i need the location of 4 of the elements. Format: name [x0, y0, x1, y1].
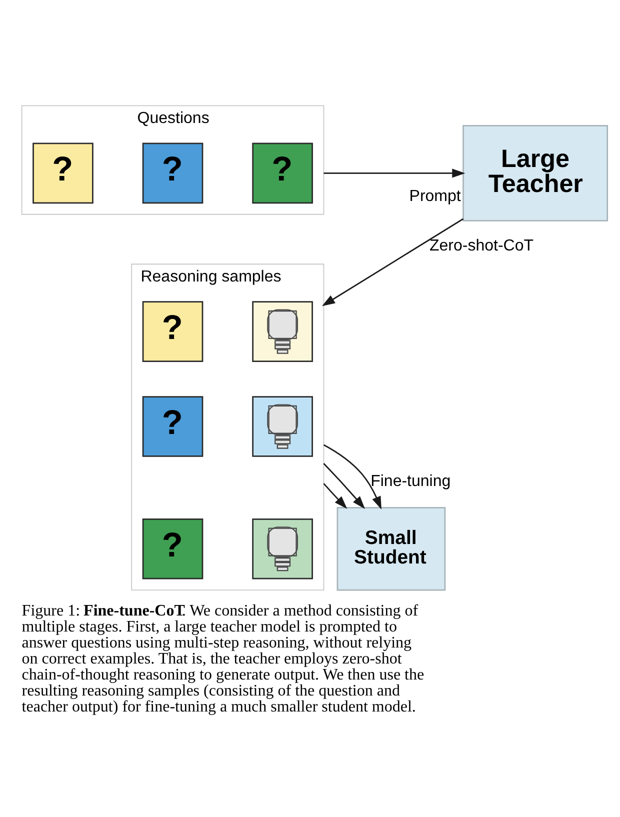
edge-label: Fine-tuning [370, 473, 451, 490]
edge-label: Zero-shot-CoT [430, 238, 534, 255]
edge-label: Prompt [409, 188, 461, 205]
caption: Figure 1: Fine-tune-CoT. We consider a method consisting of multiple stages. First, a large teacher model is prompted to answer questions using multi-step reasoning, without relying on correct examples. That is, the teacher employs zero-shot chain-of-thought reasoning to generate output. We then use the resulting reasoning samples (consisting of the question and teacher output) for fine-tuning a much smaller student model. [22, 602, 424, 716]
